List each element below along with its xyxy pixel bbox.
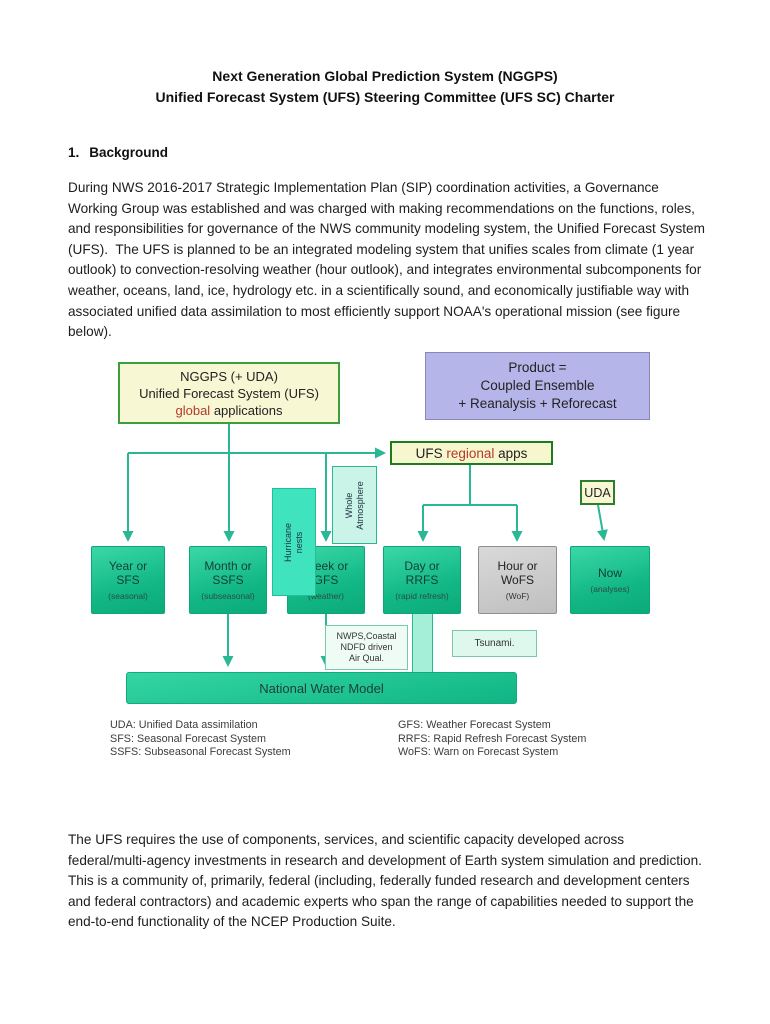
- day-rrfs-box: Day or RRFS (rapid refresh): [383, 546, 461, 614]
- product-box: Product = Coupled Ensemble + Reanalysis …: [425, 352, 650, 420]
- nwps-line1: NWPS,Coastal: [336, 631, 397, 641]
- product-line2: Coupled Ensemble: [480, 378, 595, 393]
- nggps-applications-word: applications: [210, 402, 283, 418]
- now-box: Now (analyses): [570, 546, 650, 614]
- section-number: 1.: [68, 145, 80, 160]
- nggps-line2: Unified Forecast System (UFS): [139, 385, 319, 401]
- now-line1: Now: [597, 566, 622, 580]
- day-line2: RRFS: [405, 573, 439, 587]
- tsunami-box: Tsunami.: [452, 630, 537, 657]
- day-sub: (rapid refresh): [395, 591, 449, 601]
- product-line1: Product =: [508, 360, 567, 375]
- hour-line1: Hour or: [497, 559, 538, 573]
- month-ssfs-box: Month or SSFS (subseasonal): [189, 546, 267, 614]
- product-line3: + Reanalysis + Reforecast: [458, 396, 617, 411]
- nwps-line2: NDFD driven: [340, 642, 393, 652]
- paragraph-ufs-requirements: The UFS requires the use of components, …: [68, 832, 710, 930]
- legend-uda: UDA: Unified Data assimilation: [110, 719, 258, 731]
- now-sub: (analyses): [590, 584, 630, 594]
- legend-gfs: GFS: Weather Forecast System: [398, 719, 551, 731]
- month-sub: (subseasonal): [201, 591, 255, 601]
- nggps-line1: NGGPS (+ UDA): [180, 368, 278, 384]
- year-sfs-box: Year or SFS (seasonal): [91, 546, 165, 614]
- legend-rrfs: RRFS: Rapid Refresh Forecast System: [398, 732, 587, 745]
- page-title-line1: Next Generation Global Prediction System…: [212, 68, 558, 84]
- figure-diagram: NGGPS (+ UDA) Unified Forecast System (U…: [85, 335, 670, 770]
- hurricane-line1: Hurricane: [283, 522, 294, 562]
- section-label: Background: [89, 145, 169, 160]
- figure-legend-right: GFS: Weather Forecast System RRFS: Rapid…: [398, 719, 586, 760]
- whole-line2: Atmosphere: [354, 480, 365, 530]
- nggps-line3: global applications: [176, 402, 283, 419]
- legend-ssfs: SSFS: Subseasonal Forecast System: [110, 746, 291, 758]
- year-line1: Year or: [108, 559, 148, 573]
- section-heading-background: 1. Background: [68, 145, 168, 160]
- connector-arrows-graphic: [122, 424, 608, 667]
- regional-word: regional: [446, 445, 495, 461]
- ufs-regional-apps-box: UFS regional apps: [390, 441, 553, 465]
- hour-sub: (WoF): [505, 591, 530, 601]
- year-sub: (seasonal): [108, 591, 148, 601]
- month-line1: Month or: [204, 559, 252, 573]
- legend-wofs: WoFS: Warn on Forecast System: [398, 746, 559, 758]
- hour-line2: WoFS: [500, 573, 535, 587]
- legend-sfs: SFS: Seasonal Forecast System: [110, 732, 267, 745]
- uda-box: UDA: [580, 480, 615, 505]
- day-to-nwm-band: [412, 614, 433, 672]
- nwps-line3: Air Qual.: [348, 653, 384, 663]
- paragraph-background-intro: During NWS 2016-2017 Strategic Implement…: [68, 180, 709, 340]
- whole-line1: Whole: [344, 492, 354, 518]
- national-water-model-bar: National Water Model: [126, 672, 517, 704]
- hour-wofs-box: Hour or WoFS (WoF): [478, 546, 557, 614]
- nwps-box: NWPS,Coastal NDFD driven Air Qual.: [325, 625, 408, 670]
- nggps-box: NGGPS (+ UDA) Unified Forecast System (U…: [118, 362, 340, 424]
- regional-label: UFS regional apps: [415, 445, 528, 461]
- day-line1: Day or: [404, 559, 440, 573]
- week-line2: GFS: [313, 573, 339, 587]
- year-line2: SFS: [116, 573, 140, 587]
- nggps-global-word: global: [175, 402, 211, 418]
- figure-legend-left: UDA: Unified Data assimilation SFS: Seas…: [110, 719, 291, 760]
- hurricane-line2: nests: [293, 531, 304, 553]
- month-line2: SSFS: [212, 573, 244, 587]
- week-sub: (weather): [308, 591, 344, 601]
- page-title-line2: Unified Forecast System (UFS) Steering C…: [155, 89, 615, 105]
